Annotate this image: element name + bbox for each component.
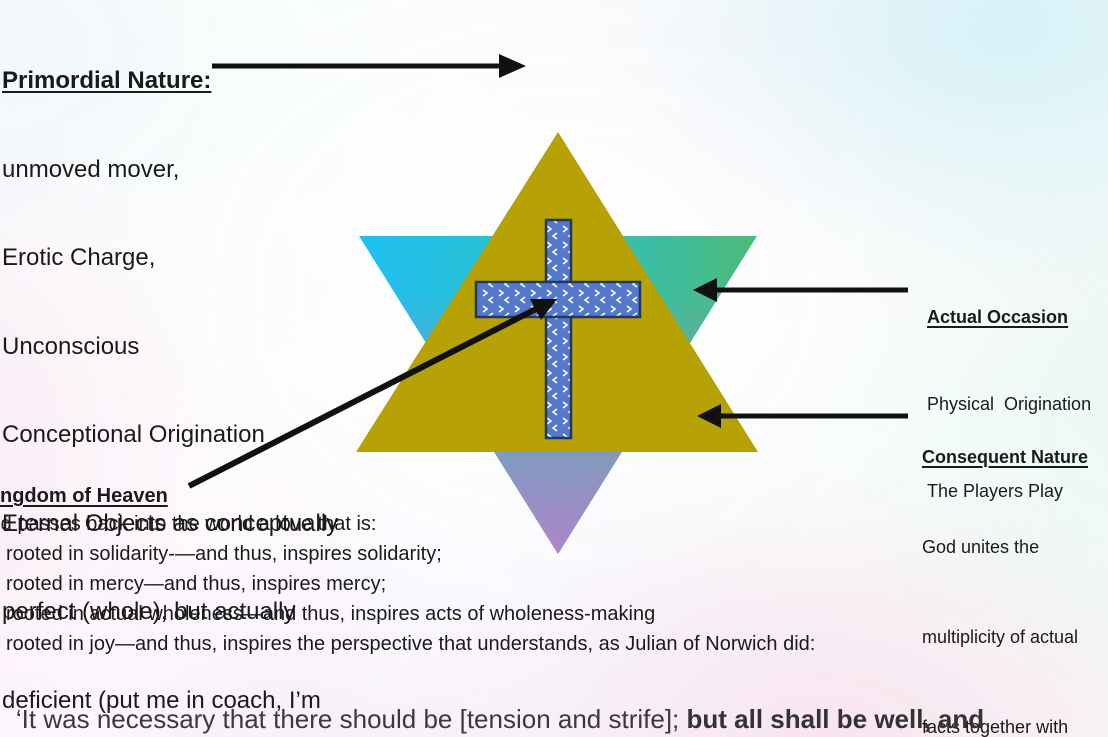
primordial-nature-heading: Primordial Nature:	[2, 67, 212, 94]
primordial-line: Eternal Objects as conceptually	[2, 509, 339, 537]
quote-line-2: shall be well, and all manner of thing s…	[0, 698, 644, 737]
primordial-line: deficient (put me in coach, I’m	[2, 686, 321, 714]
cross-icon	[474, 218, 642, 440]
consequent-nature-block: Consequent Nature God unites the multipl…	[922, 382, 1088, 737]
arrow-primordial-nature	[212, 54, 526, 78]
primordial-line: unmoved mover,	[2, 155, 180, 183]
consequent-nature-heading: Consequent Nature	[922, 447, 1089, 467]
arrow-kingdom-of-heaven	[187, 299, 557, 489]
quote-line-1: ‘It was necessary that there should be […	[0, 656, 984, 737]
primordial-line: Erotic Charge,	[2, 244, 156, 271]
consequent-nature-line: God unites the	[922, 537, 1040, 557]
arrow-consequent-nature	[697, 404, 908, 428]
quote-line-1-regular: ‘It was necessary that there should be […	[15, 704, 687, 734]
actual-occasion-block: Actual Occasion Physical Origination The…	[927, 245, 1091, 564]
primordial-nature-block: Primordial Nature: unmoved mover, Erotic…	[2, 7, 338, 737]
actual-occasion-heading: Actual Occasion	[927, 307, 1069, 327]
primordial-line: perfect (whole), but actually	[2, 598, 296, 625]
kingdom-line: rooted in actual wholeness—and thus, ins…	[6, 603, 656, 625]
consequent-nature-line: multiplicity of actual	[922, 627, 1079, 647]
primordial-line: Unconscious	[2, 332, 140, 360]
kingdom-line: rooted in joy—and thus, inspires the per…	[6, 633, 816, 655]
actual-occasion-line: The Players Play	[927, 481, 1064, 501]
actual-occasion-line: Physical Origination	[927, 394, 1092, 414]
kingdom-intro-line: God passes back into the world a love th…	[0, 513, 377, 535]
consequent-nature-line: facts together with	[922, 717, 1069, 737]
kingdom-line: rooted in mercy—and thus, inspires mercy…	[6, 573, 387, 595]
primordial-line: Conceptional Origination	[2, 421, 265, 448]
kingdom-of-heaven-heading: Kingdom of Heaven	[0, 485, 168, 507]
quote-line-1-bold: but all shall be well, and	[686, 704, 985, 734]
arrow-actual-occasion	[693, 278, 908, 302]
kingdom-line: rooted in solidarity-—and thus, inspires…	[6, 543, 442, 565]
